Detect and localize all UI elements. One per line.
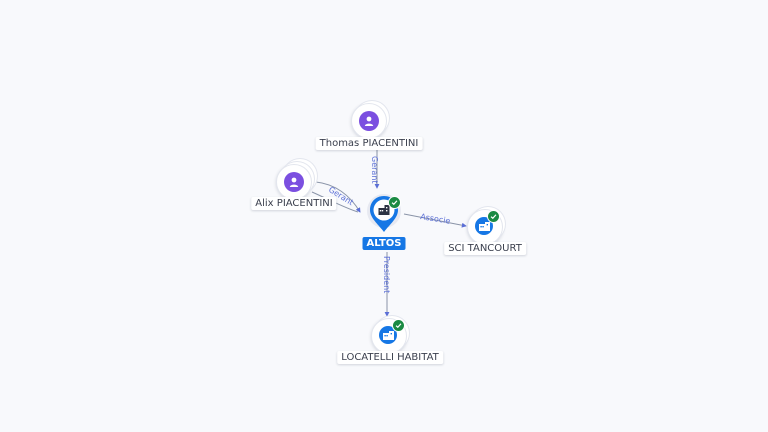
verified-check-icon [487, 210, 500, 223]
verified-check-icon [392, 319, 405, 332]
building-icon [378, 205, 390, 215]
building-icon [379, 326, 397, 344]
node-label-alix: Alix PIACENTINI [251, 197, 337, 210]
node-label-altos: ALTOS [362, 237, 406, 250]
edge-label-sci: Associe [420, 212, 451, 226]
person-icon [359, 111, 379, 131]
verified-check-icon [388, 196, 401, 209]
edge-label-locatelli: President [382, 256, 391, 293]
edge-locatelli: President [382, 252, 391, 317]
edge-thomas: Gerant [370, 150, 380, 189]
person-icon [284, 172, 304, 192]
node-label-thomas: Thomas PIACENTINI [315, 137, 423, 150]
edge-label-thomas: Gerant [370, 156, 379, 184]
node-label-locatelli: LOCATELLI HABITAT [337, 351, 443, 364]
edge-sci: Associe [403, 212, 467, 228]
node-label-sci: SCI TANCOURT [444, 242, 526, 255]
